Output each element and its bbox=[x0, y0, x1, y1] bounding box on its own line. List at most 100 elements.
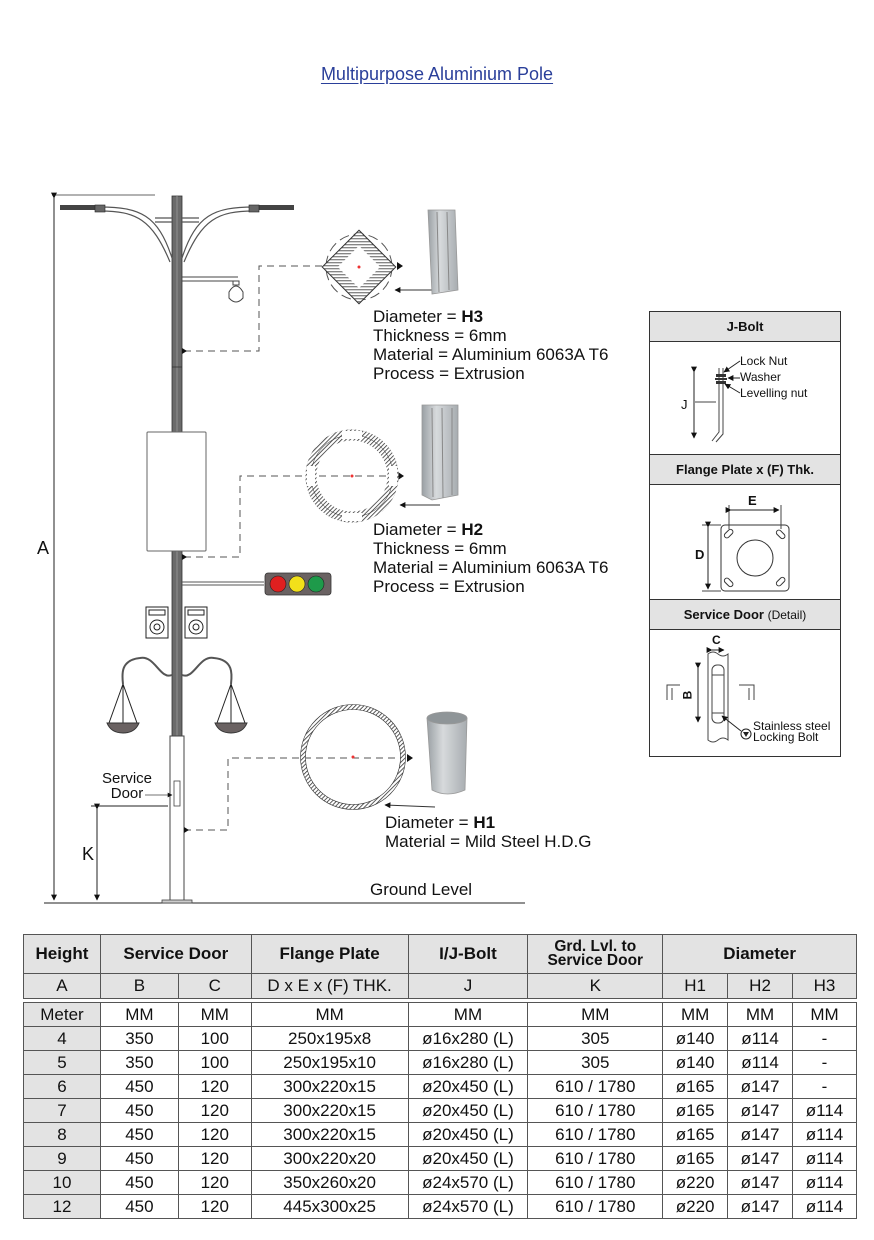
table-cell: 610 / 1780 bbox=[527, 1122, 664, 1147]
table-cell: 610 / 1780 bbox=[527, 1170, 664, 1195]
table-cell: 120 bbox=[177, 1194, 252, 1219]
table-cell: ø16x280 (L) bbox=[407, 1026, 529, 1051]
jbolt-detail: Lock Nut Washer Levelling nut J bbox=[650, 342, 840, 455]
detail-panel: J-Bolt Lock Nut Washer Levelling nut J F… bbox=[649, 311, 841, 757]
header-ij-bolt: I/J-Bolt bbox=[407, 934, 529, 974]
document-title: Multipurpose Aluminium Pole bbox=[320, 64, 554, 84]
table-cell: 350 bbox=[99, 1026, 179, 1051]
table-cell: 5 bbox=[23, 1050, 101, 1075]
unit-cell: MM bbox=[527, 1002, 664, 1027]
dimension-k-label: K bbox=[82, 844, 95, 864]
sub-header-cell: D x E x (F) THK. bbox=[250, 973, 409, 999]
table-cell: - bbox=[792, 1074, 857, 1099]
cctv-camera bbox=[182, 276, 244, 303]
table-cell: ø114 bbox=[727, 1050, 793, 1075]
sub-header-cell: J bbox=[407, 973, 529, 999]
spec-h3: Diameter = H3 Thickness = 6mm Material =… bbox=[373, 307, 609, 383]
unit-cell: MM bbox=[177, 1002, 252, 1027]
table-cell: ø147 bbox=[727, 1194, 793, 1219]
table-cell: ø24x570 (L) bbox=[407, 1170, 529, 1195]
table-cell: ø114 bbox=[792, 1122, 857, 1147]
ground-level-label: Ground Level bbox=[370, 880, 473, 899]
table-cell: ø147 bbox=[727, 1074, 793, 1099]
table-cell: 305 bbox=[527, 1026, 664, 1051]
speakers bbox=[145, 606, 208, 639]
flange-diagram bbox=[702, 505, 790, 592]
table-cell: ø165 bbox=[662, 1098, 729, 1123]
header-flange-plate: Flange Plate bbox=[250, 934, 409, 974]
table-cell: - bbox=[792, 1026, 857, 1051]
spec-h2: Diameter = H2 Thickness = 6mm Material =… bbox=[373, 520, 609, 596]
header-diameter: Diameter bbox=[662, 934, 857, 974]
table-cell: 300x220x15 bbox=[250, 1122, 409, 1147]
table-cell: 610 / 1780 bbox=[527, 1098, 664, 1123]
sub-header-cell: K bbox=[527, 973, 664, 999]
table-cell: 450 bbox=[99, 1122, 179, 1147]
sub-header-cell: H2 bbox=[727, 973, 793, 999]
header-grd-lvl: Grd. Lvl. to Service Door bbox=[527, 934, 664, 974]
service-door-label: Service Door bbox=[101, 770, 153, 802]
table-cell: ø20x450 (L) bbox=[407, 1074, 529, 1099]
hanging-lamps bbox=[106, 656, 248, 734]
table-cell: 8 bbox=[23, 1122, 101, 1147]
table-cell: 300x220x20 bbox=[250, 1146, 409, 1171]
dimension-k bbox=[91, 803, 168, 901]
sub-header-cell: A bbox=[23, 973, 101, 999]
table-cell: 10 bbox=[23, 1170, 101, 1195]
table-cell: 9 bbox=[23, 1146, 101, 1171]
jbolt-title: J-Bolt bbox=[650, 312, 840, 342]
table-cell: 120 bbox=[177, 1122, 252, 1147]
unit-cell: MM bbox=[99, 1002, 179, 1027]
table-cell: 350 bbox=[99, 1050, 179, 1075]
green-light bbox=[307, 575, 325, 593]
table-cell: ø140 bbox=[662, 1026, 729, 1051]
table-cell: ø220 bbox=[662, 1170, 729, 1195]
red-light bbox=[269, 575, 287, 593]
table-cell: ø114 bbox=[792, 1146, 857, 1171]
section-h1-3d bbox=[426, 711, 468, 795]
yellow-light bbox=[288, 575, 306, 593]
table-cell: ø147 bbox=[727, 1122, 793, 1147]
table-cell: 300x220x15 bbox=[250, 1074, 409, 1099]
table-cell: 610 / 1780 bbox=[527, 1146, 664, 1171]
table-cell: ø20x450 (L) bbox=[407, 1122, 529, 1147]
banner-panel bbox=[146, 431, 207, 552]
table-cell: 120 bbox=[177, 1146, 252, 1171]
jbolt-diagram bbox=[691, 360, 741, 443]
table-cell: 100 bbox=[177, 1026, 252, 1051]
street-light-arms bbox=[99, 206, 255, 263]
table-cell: ø165 bbox=[662, 1146, 729, 1171]
table-cell: ø220 bbox=[662, 1194, 729, 1219]
table-cell: ø16x280 (L) bbox=[407, 1050, 529, 1075]
unit-cell: MM bbox=[407, 1002, 529, 1027]
table-cell: ø147 bbox=[727, 1146, 793, 1171]
table-cell: 120 bbox=[177, 1170, 252, 1195]
dimension-a bbox=[51, 192, 155, 901]
table-cell: 6 bbox=[23, 1074, 101, 1099]
table-cell: 100 bbox=[177, 1050, 252, 1075]
table-cell: ø20x450 (L) bbox=[407, 1146, 529, 1171]
section-h3-3d bbox=[427, 209, 459, 295]
table-cell: - bbox=[792, 1050, 857, 1075]
flange-title: Flange Plate x (F) Thk. bbox=[650, 455, 840, 485]
service-door-title: Service Door (Detail) bbox=[650, 600, 840, 630]
table-cell: 610 / 1780 bbox=[527, 1074, 664, 1099]
service-door-detail: C B Stainless steel Locking Bolt bbox=[650, 630, 840, 756]
table-group-header-row: Height Service Door Flange Plate I/J-Bol… bbox=[23, 934, 857, 974]
section-h2-profile bbox=[305, 429, 440, 523]
table-cell: 350x260x20 bbox=[250, 1170, 409, 1195]
table-cell: 445x300x25 bbox=[250, 1194, 409, 1219]
section-h2-3d bbox=[421, 404, 459, 501]
table-cell: 450 bbox=[99, 1170, 179, 1195]
table-cell: 120 bbox=[177, 1098, 252, 1123]
table-cell: 300x220x15 bbox=[250, 1098, 409, 1123]
sub-header-cell: B bbox=[99, 973, 179, 999]
table-cell: ø24x570 (L) bbox=[407, 1194, 529, 1219]
table-cell: ø114 bbox=[792, 1170, 857, 1195]
